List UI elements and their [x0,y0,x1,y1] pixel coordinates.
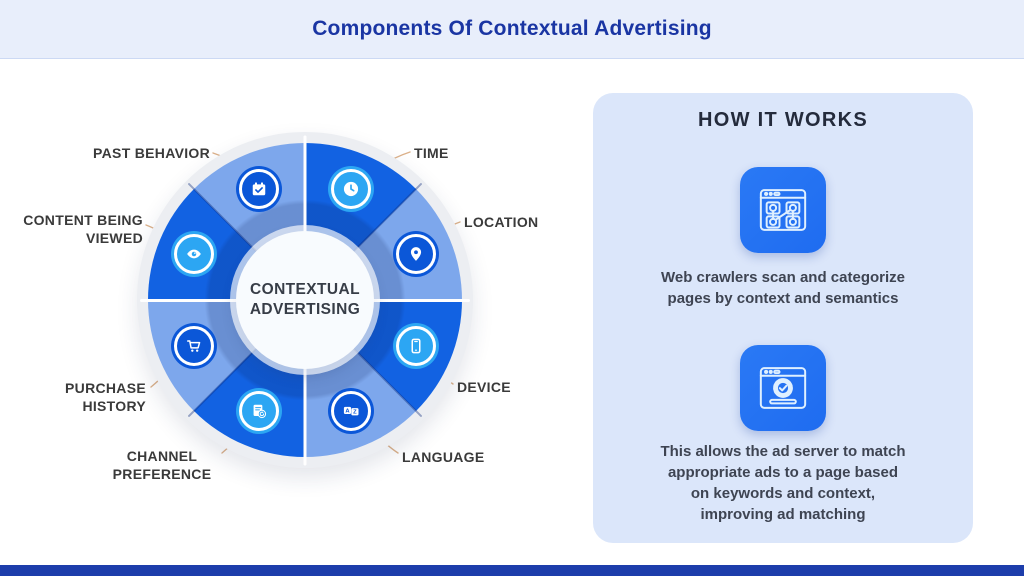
svg-text:Z: Z [353,410,357,416]
header: Components Of Contextual Advertising [0,0,1024,59]
segment-badge-device [396,326,436,366]
eye-icon [187,249,201,259]
step2-description: This allows the ad server to match appro… [660,443,906,523]
step1-icon-tile [740,167,826,253]
smartphone-icon [411,338,421,354]
calendar-check-icon [252,182,266,196]
segment-label-time: TIME [414,145,449,161]
ad-match-badge-icon [759,367,807,409]
segment-badge-language: A Z [331,391,371,431]
segment-badge-purchase-history [174,326,214,366]
web-crawler-sitemap-icon [759,189,807,231]
segment-label-past-behavior: PAST BEHAVIOR [93,145,210,161]
segment-label-device: DEVICE [457,379,511,395]
center-label-line2: ADVERTISING [249,301,361,318]
map-pin-icon [410,247,422,261]
footer-bar [0,565,1024,576]
center-label-line1: CONTEXTUAL [250,281,360,298]
page-title: Components Of Contextual Advertising [312,17,712,40]
segment-label-purchase-history: PURCHASE HISTORY [65,380,146,414]
segment-badge-location [396,234,436,274]
step2-icon-tile [740,345,826,431]
segment-badge-content-being-viewed [174,234,214,274]
segment-badge-past-behavior [239,169,279,209]
svg-text:A: A [345,408,350,414]
segment-label-channel-preference: CHANNEL PREFERENCE [112,448,212,482]
clock-icon [343,181,359,197]
segment-label-language: LANGUAGE [402,449,485,465]
segment-label-location: LOCATION [464,214,539,230]
translate-icon: A Z [343,406,359,416]
wheel-center: CONTEXTUAL ADVERTISING [236,231,374,369]
shopping-cart-icon [187,340,201,352]
segment-label-content-being-viewed: CONTENT BEING VIEWED [23,212,143,246]
how-it-works-title: HOW IT WORKS [697,109,869,131]
channel-refresh-icon [253,404,267,419]
how-it-works-panel: HOW IT WORKS [593,93,973,543]
segment-badge-channel-preference [239,391,279,431]
step1-description: Web crawlers scan and categorize pages b… [661,269,905,307]
segment-badge-time [331,169,371,209]
